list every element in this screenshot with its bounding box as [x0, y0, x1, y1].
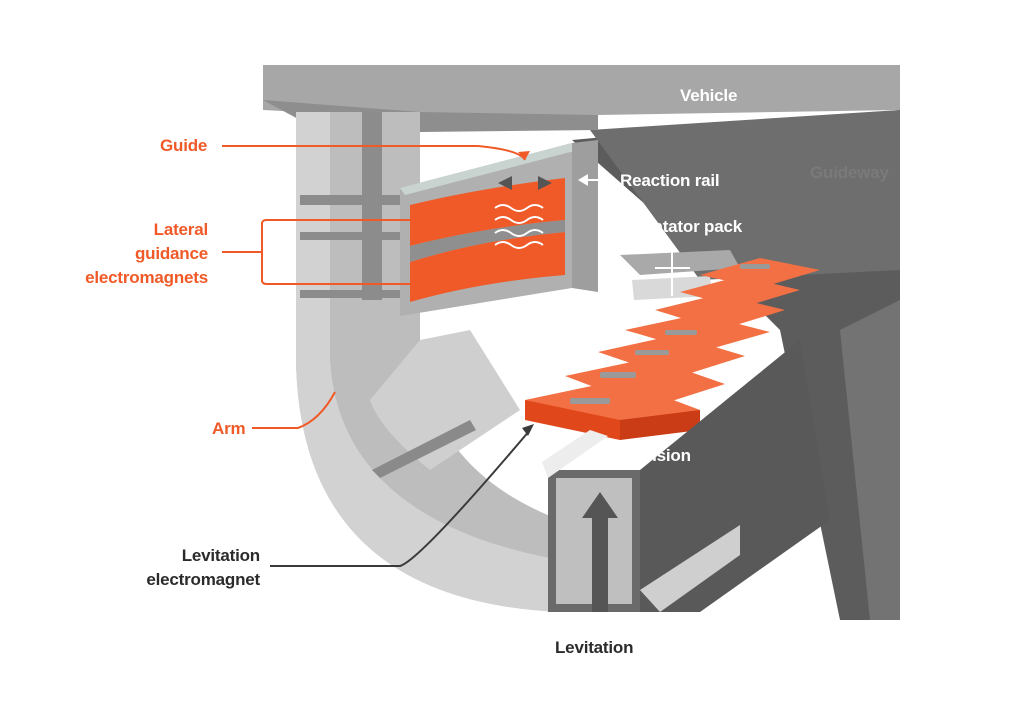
guide-label: Guide — [160, 136, 208, 155]
lateral-label-line3: electromagnets — [85, 268, 208, 287]
arm-label: Arm — [212, 419, 246, 438]
levitation-force-arrow — [582, 492, 618, 612]
long-stator-pack-label: Long-satator pack — [598, 217, 742, 236]
levitation-electromagnet-label-line1: Levitation — [181, 546, 260, 565]
levitation-electromagnet-blocks — [525, 258, 820, 440]
lateral-label-line1: Lateral — [153, 220, 209, 239]
lateral-label-line2: guidance — [134, 244, 208, 263]
levitation-pillar — [530, 340, 830, 612]
propulsion-label: Propulsion — [604, 446, 691, 465]
propulsion-arrow — [530, 430, 608, 478]
levitation-electromagnet-label-line2: electromagnet — [146, 570, 260, 589]
guideway-label: Guideway — [810, 163, 889, 182]
leader-lines — [222, 145, 673, 567]
vehicle-label: Vehicle — [680, 86, 738, 105]
arm — [296, 112, 560, 612]
levitation-label: Levitation — [555, 638, 634, 657]
reaction-rail-label: Reaction rail — [620, 171, 720, 190]
lateral-guidance-assembly — [400, 140, 598, 316]
